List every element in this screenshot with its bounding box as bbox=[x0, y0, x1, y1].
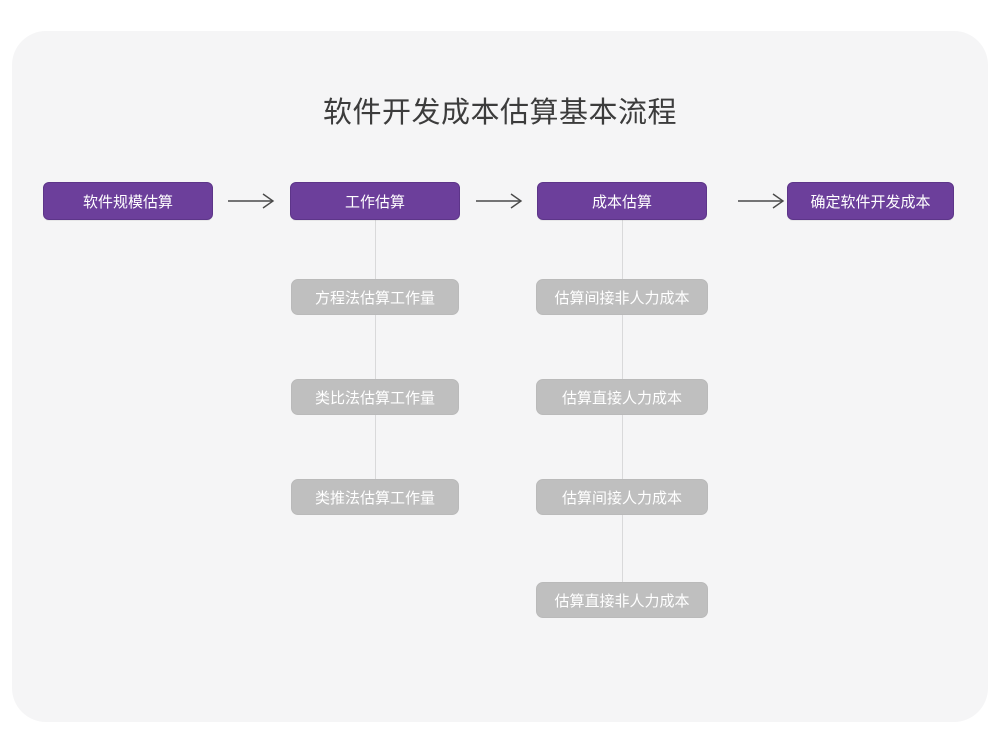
node-determine-development-cost[interactable]: 确定软件开发成本 bbox=[787, 182, 954, 220]
node-label: 成本估算 bbox=[591, 193, 652, 211]
node-label: 估算直接人力成本 bbox=[561, 389, 682, 407]
arrow-3-icon bbox=[738, 193, 785, 209]
node-direct-labor-cost[interactable]: 估算直接人力成本 bbox=[536, 379, 708, 415]
node-label: 方程法估算工作量 bbox=[314, 289, 435, 307]
node-cost-estimation[interactable]: 成本估算 bbox=[537, 182, 707, 220]
connector-work-2 bbox=[375, 314, 376, 396]
node-label: 软件规模估算 bbox=[82, 193, 173, 211]
node-equation-method-effort[interactable]: 方程法估算工作量 bbox=[291, 279, 459, 315]
node-software-scale-estimation[interactable]: 软件规模估算 bbox=[43, 182, 213, 220]
node-label: 确定软件开发成本 bbox=[810, 193, 931, 211]
node-label: 估算直接非人力成本 bbox=[554, 592, 690, 610]
arrow-1-icon bbox=[228, 193, 275, 209]
diagram-card bbox=[12, 31, 988, 722]
node-label: 估算间接人力成本 bbox=[561, 489, 682, 507]
arrow-2-icon bbox=[476, 193, 523, 209]
node-label: 类推法估算工作量 bbox=[314, 489, 435, 507]
node-label: 工作估算 bbox=[344, 193, 405, 211]
connector-cost-2 bbox=[622, 314, 623, 396]
connector-cost-3 bbox=[622, 414, 623, 496]
node-label: 估算间接非人力成本 bbox=[554, 289, 690, 307]
connector-cost-1 bbox=[622, 214, 623, 296]
node-direct-non-labor-cost[interactable]: 估算直接非人力成本 bbox=[536, 582, 708, 618]
page-title: 软件开发成本估算基本流程 bbox=[322, 97, 677, 129]
node-indirect-non-labor-cost[interactable]: 估算间接非人力成本 bbox=[536, 279, 708, 315]
node-work-estimation[interactable]: 工作估算 bbox=[290, 182, 460, 220]
node-indirect-labor-cost[interactable]: 估算间接人力成本 bbox=[536, 479, 708, 515]
node-analogy-method-effort[interactable]: 类比法估算工作量 bbox=[291, 379, 459, 415]
connector-cost-4 bbox=[622, 514, 623, 599]
node-inference-method-effort[interactable]: 类推法估算工作量 bbox=[291, 479, 459, 515]
connector-work-3 bbox=[375, 414, 376, 496]
connector-work-1 bbox=[375, 214, 376, 296]
node-label: 类比法估算工作量 bbox=[314, 389, 435, 407]
